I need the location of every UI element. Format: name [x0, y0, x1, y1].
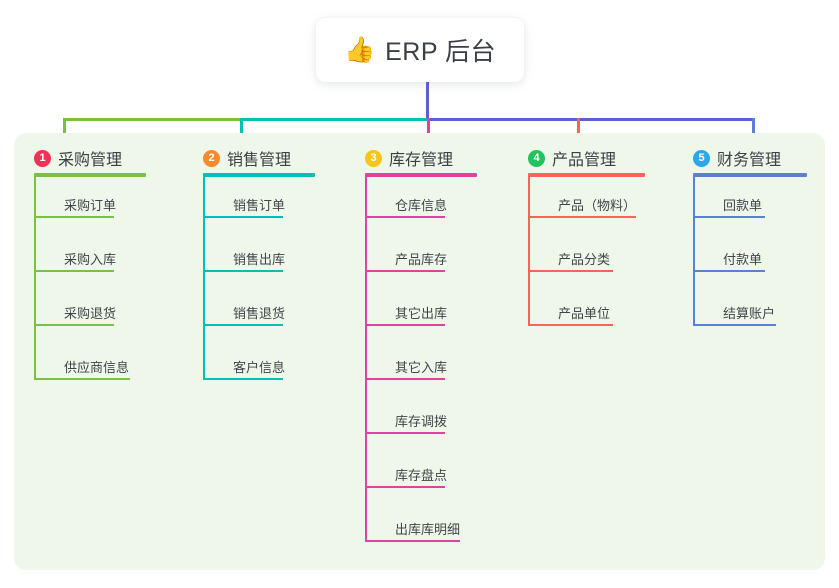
leaf-node[interactable]: 产品库存 [365, 249, 453, 272]
leaf-underline [365, 324, 445, 326]
leaf-label: 客户信息 [233, 360, 286, 375]
leaf-node[interactable]: 仓库信息 [365, 195, 453, 218]
leaf-label: 回款单 [723, 198, 763, 213]
leaf-label: 库存盘点 [395, 468, 448, 483]
leaf-node[interactable]: 销售退货 [203, 303, 291, 326]
branch-title: 采购管理 [58, 152, 123, 169]
branch-number-badge: 1 [34, 149, 51, 167]
root-node-title: ERP 后台 [385, 38, 497, 66]
branch-header-2[interactable]: 2 销售管理 [203, 146, 291, 170]
leaf-underline [34, 270, 114, 272]
leaf-underline [34, 378, 130, 380]
thumbs-up-icon: 👍 [343, 35, 376, 64]
leaf-label: 采购入库 [64, 252, 117, 267]
branch-header-bar [203, 173, 315, 177]
branch-title: 库存管理 [389, 152, 454, 169]
leaf-label: 其它出库 [395, 306, 448, 321]
bus-segment-2 [240, 118, 427, 121]
leaf-underline [203, 378, 283, 380]
leaf-label: 结算账户 [723, 306, 776, 321]
leaf-label: 销售订单 [233, 198, 286, 213]
leaf-label: 付款单 [723, 252, 763, 267]
leaf-underline [528, 270, 613, 272]
branch-header-5[interactable]: 5 财务管理 [693, 146, 781, 170]
root-node[interactable]: 👍 ERP 后台 [316, 18, 524, 82]
branch-spine [34, 175, 36, 379]
leaf-node[interactable]: 销售出库 [203, 249, 291, 272]
leaf-label: 产品库存 [395, 252, 448, 267]
branch-number-badge: 3 [365, 149, 382, 167]
branch-header-bar [693, 173, 807, 177]
leaf-node[interactable]: 其它入库 [365, 357, 453, 380]
leaf-label: 产品（物料） [558, 198, 637, 213]
leaf-node[interactable]: 客户信息 [203, 357, 291, 380]
leaf-label: 产品单位 [558, 306, 611, 321]
branch-spine [528, 175, 530, 325]
leaf-label: 销售出库 [233, 252, 286, 267]
branch-header-4[interactable]: 4 产品管理 [528, 146, 616, 170]
branch-title: 销售管理 [227, 152, 292, 169]
leaf-node[interactable]: 采购入库 [34, 249, 122, 272]
leaf-node[interactable]: 销售订单 [203, 195, 291, 218]
leaf-node[interactable]: 采购退货 [34, 303, 122, 326]
leaf-underline [203, 324, 283, 326]
leaf-node[interactable]: 付款单 [693, 249, 768, 272]
leaf-label: 仓库信息 [395, 198, 448, 213]
branch-header-bar [34, 173, 146, 177]
branch-title: 产品管理 [552, 152, 617, 169]
branch-header-3[interactable]: 3 库存管理 [365, 146, 453, 170]
leaf-node[interactable]: 采购订单 [34, 195, 122, 218]
bus-segment-1 [63, 118, 240, 121]
leaf-node[interactable]: 供应商信息 [34, 357, 135, 380]
leaf-node[interactable]: 产品单位 [528, 303, 616, 326]
leaf-node[interactable]: 产品（物料） [528, 195, 642, 218]
leaf-node[interactable]: 其它出库 [365, 303, 453, 326]
leaf-label: 出库库明细 [395, 522, 461, 537]
leaf-node[interactable]: 结算账户 [693, 303, 781, 326]
leaf-underline [693, 216, 765, 218]
branch-header-bar [528, 173, 645, 177]
branch-panel [14, 133, 825, 570]
leaf-node[interactable]: 出库库明细 [365, 519, 466, 542]
branch-title: 财务管理 [717, 152, 782, 169]
leaf-underline [365, 270, 445, 272]
leaf-node[interactable]: 库存调拨 [365, 411, 453, 434]
leaf-node[interactable]: 产品分类 [528, 249, 616, 272]
leaf-label: 采购退货 [64, 306, 117, 321]
branch-header-bar [365, 173, 477, 177]
leaf-underline [203, 270, 283, 272]
leaf-underline [203, 216, 283, 218]
branch-spine [693, 175, 695, 325]
leaf-underline [528, 324, 613, 326]
branch-header-1[interactable]: 1 采购管理 [34, 146, 122, 170]
leaf-label: 采购订单 [64, 198, 117, 213]
leaf-underline [365, 486, 445, 488]
branch-number-badge: 2 [203, 149, 220, 167]
leaf-underline [34, 324, 114, 326]
leaf-underline [365, 432, 445, 434]
leaf-node[interactable]: 回款单 [693, 195, 768, 218]
root-stem [426, 82, 429, 118]
leaf-label: 供应商信息 [64, 360, 130, 375]
leaf-label: 其它入库 [395, 360, 448, 375]
leaf-underline [693, 324, 776, 326]
leaf-label: 产品分类 [558, 252, 611, 267]
leaf-underline [365, 540, 460, 542]
leaf-label: 销售退货 [233, 306, 286, 321]
branch-spine [203, 175, 205, 379]
bus-segment-3 [427, 118, 754, 121]
branch-number-badge: 4 [528, 149, 545, 167]
leaf-underline [693, 270, 765, 272]
leaf-underline [34, 216, 114, 218]
branch-spine [365, 175, 367, 541]
branch-number-badge: 5 [693, 149, 710, 167]
leaf-underline [365, 216, 445, 218]
leaf-label: 库存调拨 [395, 414, 448, 429]
leaf-underline [528, 216, 636, 218]
leaf-underline [365, 378, 445, 380]
leaf-node[interactable]: 库存盘点 [365, 465, 453, 488]
